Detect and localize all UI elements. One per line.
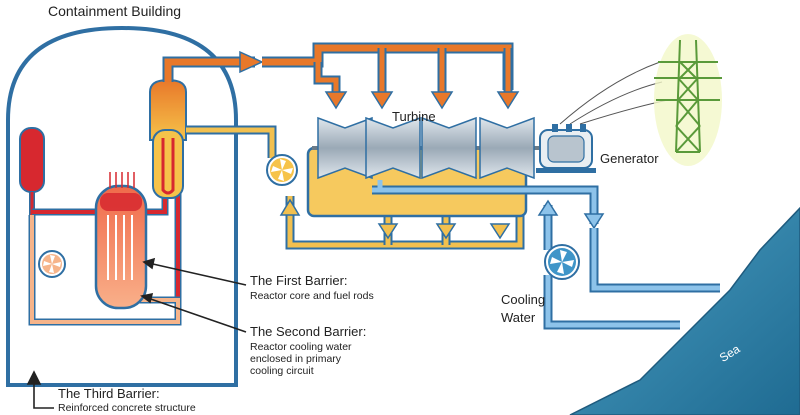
pump-icon bbox=[38, 250, 66, 278]
barrier-1-title: The First Barrier: bbox=[250, 273, 348, 288]
barrier-2-title: The Second Barrier: bbox=[250, 324, 366, 339]
fuel-rods bbox=[107, 215, 133, 280]
sea bbox=[569, 206, 800, 415]
cooling-water-label: Cooling bbox=[501, 292, 545, 307]
barrier-1-desc: Reactor core and fuel rods bbox=[250, 290, 374, 302]
barrier-2-desc-line: Reactor cooling water bbox=[250, 341, 352, 353]
callout-lines bbox=[26, 257, 247, 409]
generator-icon bbox=[536, 124, 596, 173]
pump-icon bbox=[544, 244, 580, 280]
barrier-3-title: The Third Barrier: bbox=[58, 386, 160, 401]
turbine-icon bbox=[312, 116, 560, 180]
barrier-2-callout: The Second Barrier: Reactor cooling wate… bbox=[250, 324, 366, 377]
containment-building bbox=[6, 25, 238, 387]
barrier-3-desc: Reinforced concrete structure bbox=[58, 402, 196, 414]
barrier-3-callout: The Third Barrier: Reinforced concrete s… bbox=[58, 386, 196, 414]
primary-cooling-circuit bbox=[19, 126, 182, 326]
barrier-1-callout: The First Barrier: Reactor core and fuel… bbox=[250, 273, 374, 302]
steam-inlets bbox=[313, 48, 520, 110]
steam-line bbox=[162, 42, 520, 110]
barrier-2-desc-line: enclosed in primary bbox=[250, 353, 342, 365]
power-pylon-icon bbox=[654, 34, 722, 166]
cooling-water-label: Water bbox=[501, 310, 536, 325]
control-rods bbox=[109, 172, 135, 188]
cooling-water-circuit bbox=[372, 180, 720, 330]
diagram-title: Containment Building bbox=[48, 3, 181, 19]
power-lines bbox=[559, 61, 669, 125]
pressurizer bbox=[19, 127, 45, 193]
generator-label: Generator bbox=[600, 151, 659, 166]
arrow-icon bbox=[239, 50, 264, 74]
pump-icon bbox=[266, 154, 298, 186]
barrier-2-desc-line: cooling circuit bbox=[250, 365, 314, 377]
turbine-label: Turbine bbox=[392, 109, 436, 124]
